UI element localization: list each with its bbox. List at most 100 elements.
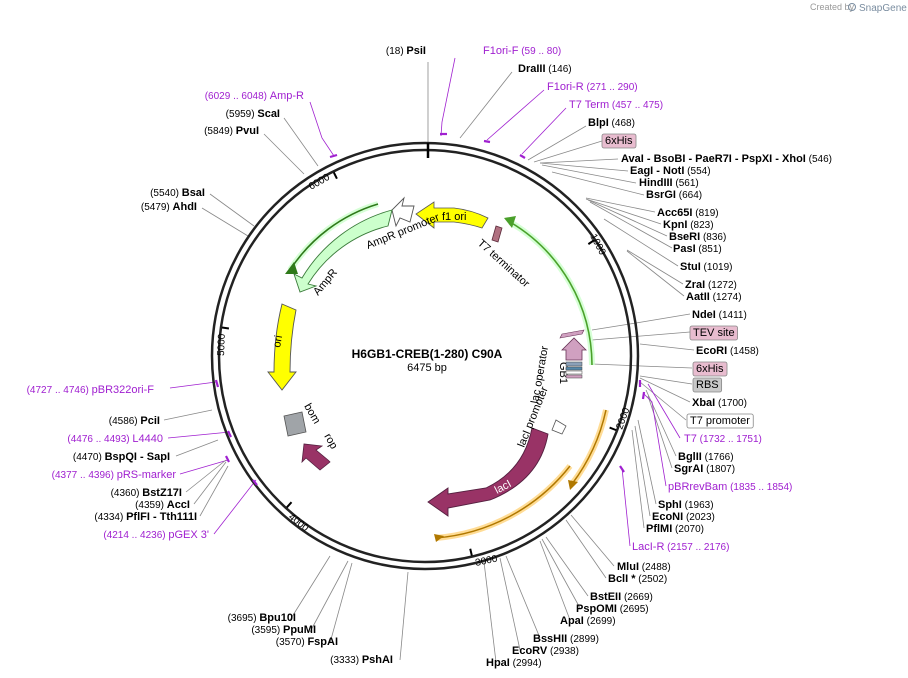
right-sites-label-10: StuI (1019) <box>680 261 732 273</box>
label-part: HpaI <box>486 657 510 669</box>
label-part: PflMI <box>646 523 672 535</box>
label-part: - <box>137 451 147 463</box>
right-sites-label-11: ZraI (1272) <box>685 279 737 291</box>
label-part: PflFI <box>126 511 150 523</box>
leader-sphi <box>637 419 657 505</box>
label-part: 6xHis <box>605 135 633 147</box>
label-part: LacI-R <box>632 541 664 553</box>
label-part: - <box>772 153 782 165</box>
label-part: - <box>653 165 663 177</box>
label-part: F1ori-R <box>547 81 584 93</box>
right-sites-label-19: T7 promoter <box>686 413 754 429</box>
label-part: (819) <box>692 208 718 219</box>
orf-arc-orange-1-glow <box>569 409 609 486</box>
orf-arc-orange-2 <box>435 465 571 539</box>
ori-label: ori <box>271 334 285 348</box>
label-part: (1411) <box>716 310 747 321</box>
right-sites-label-14: TEV site <box>689 325 738 341</box>
label-part: (1807) <box>703 464 735 475</box>
right-sites-text-14: TEV site <box>693 327 735 339</box>
right-sites-label-26: PflMI (2070) <box>646 523 704 535</box>
label-part: BsaI <box>182 187 205 199</box>
right-sites-text-19: T7 promoter <box>690 415 750 427</box>
bottom-sites-label-0: (3695) Bpu10I <box>228 612 296 624</box>
leader-aatii <box>626 250 685 297</box>
left-sites-label-13: (4214 .. 4236) pGEX 3' <box>103 529 209 541</box>
label-part: (4377 .. 4396) <box>52 470 117 481</box>
left-sites-text-12: (4334) PflFI - Tth111I <box>94 511 197 523</box>
label-part: EagI <box>630 165 653 177</box>
label-part: FspAI <box>307 636 338 648</box>
leader-fspai <box>329 562 353 644</box>
left-sites-label-5: (4727 .. 4746) pBR322ori-F <box>27 384 155 396</box>
label-part: (18) <box>386 46 407 57</box>
right-sites-text-26: PflMI (2070) <box>646 523 704 535</box>
right-sites-label-3: EagI - NotI (554) <box>630 165 711 177</box>
label-part: PpuMI <box>283 624 316 636</box>
label-leader-lines <box>163 57 695 663</box>
label-part: - <box>644 153 654 165</box>
right-sites-label-23: pBRrevBam (1835 .. 1854) <box>668 481 792 493</box>
primer-mark-l4440 <box>227 430 232 438</box>
right-sites-text-24: SphI (1963) <box>658 499 714 511</box>
label-part: (4214 .. 4236) <box>103 530 168 541</box>
label-part: pBRrevBam <box>668 481 727 493</box>
right-sites-text-15: EcoRI (1458) <box>696 345 759 357</box>
label-part: - <box>685 153 695 165</box>
right-sites-text-17: RBS <box>696 379 719 391</box>
leader-pbr322ori-f <box>169 381 217 389</box>
leader-pgex3 <box>213 479 257 535</box>
label-part: PspOMI <box>576 603 617 615</box>
label-part: (5959) <box>226 109 258 120</box>
top-sites-label-3: F1ori-R (271 .. 290) <box>547 81 638 93</box>
label-part: EcoRV <box>512 645 548 657</box>
label-part: SgrAI <box>674 463 703 475</box>
ampr-promoter-arrow <box>391 196 415 228</box>
leader-bseri <box>587 199 668 237</box>
label-part: (3595) <box>251 625 283 636</box>
left-sites-label-9: (4377 .. 4396) pRS-marker <box>52 469 177 481</box>
left-sites-label-6: (4586) PciI <box>109 415 160 427</box>
leader-bsshii <box>505 555 541 639</box>
leader-f1ori-f <box>440 57 456 137</box>
label-part: (1963) <box>682 500 714 511</box>
top-sites-text-4: T7 Term (457 .. 475) <box>569 99 663 111</box>
right-sites-label-5: BsrGI (664) <box>646 189 702 201</box>
top-sites-text-2: DraIII (146) <box>518 63 572 75</box>
left-sites-label-8: (4470) BspQI - SapI <box>73 451 170 463</box>
leader-ahdi <box>201 207 249 237</box>
label-part: (554) <box>684 166 710 177</box>
label-part: (823) <box>687 220 713 231</box>
lac-operator-mark <box>565 374 583 379</box>
label-part: (2669) <box>621 592 653 603</box>
label-part: BlpI <box>588 117 609 129</box>
primer-marks <box>214 132 646 486</box>
label-part: (4359) <box>135 500 167 511</box>
label-part: (3333) <box>330 655 362 666</box>
feature-label-box <box>692 377 723 393</box>
right-sites-label-15: EcoRI (1458) <box>696 345 759 357</box>
left-sites-text-9: (4377 .. 4396) pRS-marker <box>52 469 177 481</box>
label-part: pBR322ori-F <box>92 384 155 396</box>
leader-pbrrevbam <box>643 393 667 487</box>
label-part: (146) <box>546 64 572 75</box>
leader-6xhis-mid <box>591 363 693 369</box>
label-part: (1019) <box>701 262 733 273</box>
label-part: NdeI <box>692 309 716 321</box>
right-sites-text-32: ApaI (2699) <box>560 615 616 627</box>
bom-box <box>283 411 307 437</box>
bottom-sites-text-2: (3570) FspAI <box>276 636 338 648</box>
label-part: (2938) <box>547 646 579 657</box>
credit-created-by: Created by <box>810 2 855 12</box>
leader-sapi <box>175 439 219 457</box>
leader-amp-r <box>309 101 335 157</box>
backbone-ring <box>210 141 640 571</box>
leader-hpai <box>483 561 497 663</box>
label-part: AccI <box>167 499 190 511</box>
label-part: F1ori-F <box>483 45 519 57</box>
orf-arc-left-glow <box>287 201 379 272</box>
label-part: (1835 .. 1854) <box>727 482 792 493</box>
label-part: RBS <box>696 379 719 391</box>
right-sites-label-34: EcoRV (2938) <box>512 645 579 657</box>
left-sites-label-1: (5959) ScaI <box>226 108 280 120</box>
